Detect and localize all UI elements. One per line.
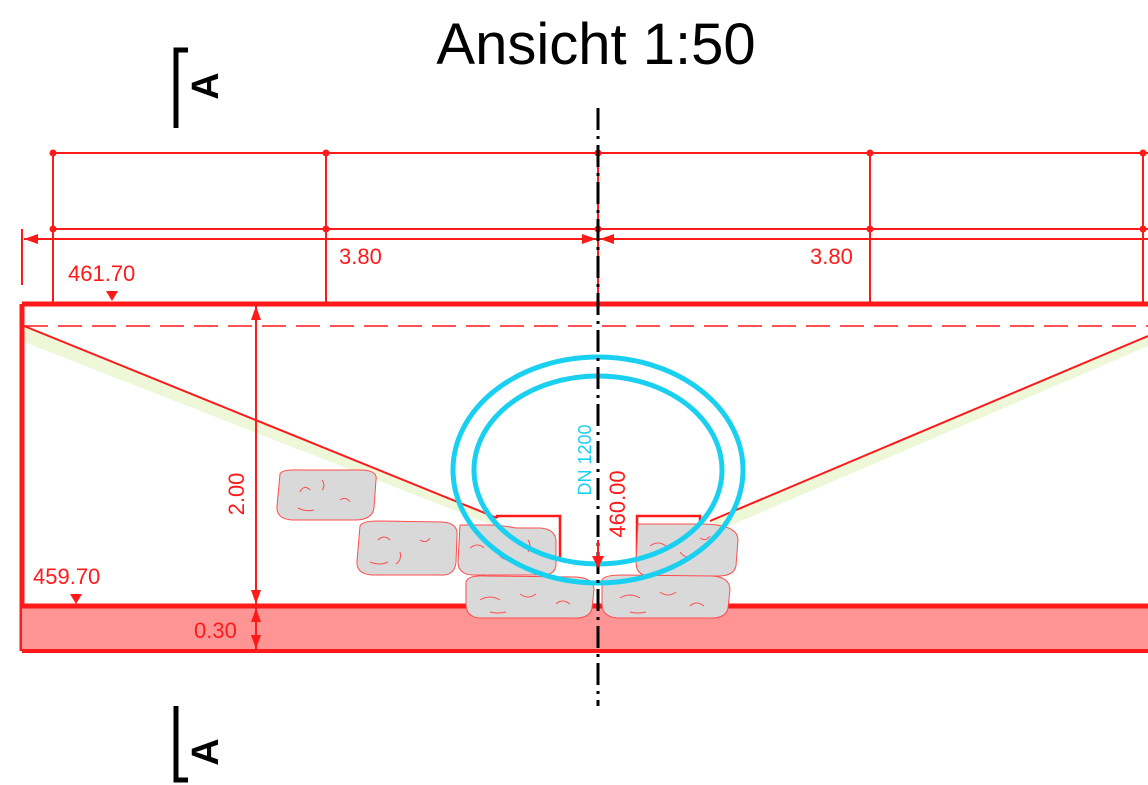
section-marker-bottom-label: A — [185, 738, 227, 765]
embankment-right — [710, 336, 1148, 530]
level-top-label: 461.70 — [68, 261, 135, 286]
embankment-left — [24, 326, 497, 527]
level-invert-label: 460.00 — [605, 470, 630, 537]
height-dimension — [251, 306, 261, 649]
section-marker-top-label: A — [185, 72, 227, 99]
drawing-title: Ansicht 1:50 — [436, 12, 755, 77]
level-bottom-marker — [70, 594, 82, 604]
frame-nodes — [49, 149, 1147, 233]
section-marker-bottom: A — [173, 706, 227, 783]
slope-lines — [23, 325, 1148, 522]
level-invert-marker — [592, 556, 604, 568]
slab-label: 0.30 — [194, 618, 237, 643]
pipe-label: DN 1200 — [575, 424, 595, 495]
height-label: 2.00 — [224, 473, 249, 516]
structure-outline — [19, 301, 1148, 651]
riprap-stones — [276, 469, 739, 619]
span-right-label: 3.80 — [810, 244, 853, 269]
span-left-label: 3.80 — [339, 244, 382, 269]
level-top-marker — [106, 291, 118, 301]
span-dimension-line — [21, 229, 1148, 285]
section-marker-top: A — [173, 47, 227, 128]
level-bottom-label: 459.70 — [33, 564, 100, 589]
